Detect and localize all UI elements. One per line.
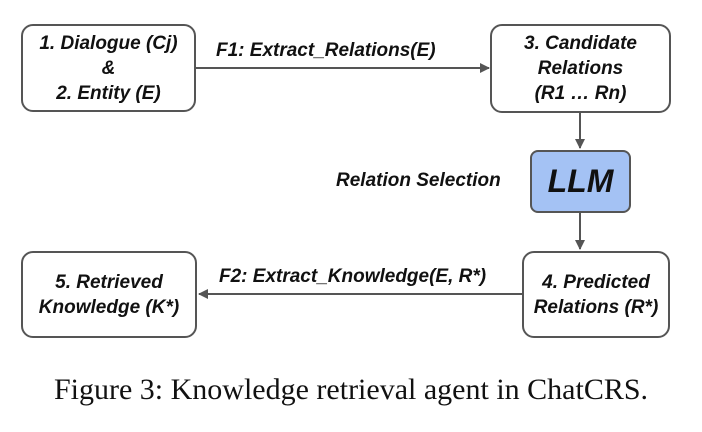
predicted-relations-box: 4. Predicted Relations (R*) bbox=[522, 251, 670, 338]
retrieved-knowledge-box: 5. Retrieved Knowledge (K*) bbox=[21, 251, 197, 338]
llm-box: LLM bbox=[530, 150, 631, 213]
box1-line-3: 2. Entity (E) bbox=[56, 82, 161, 104]
box3-line-3: (R1 … Rn) bbox=[534, 83, 627, 104]
dialogue-entity-box: 1. Dialogue (Cj) & 2. Entity (E) bbox=[21, 24, 196, 112]
relation-selection-label: Relation Selection bbox=[336, 170, 501, 191]
box1-line-2: & bbox=[101, 57, 116, 79]
box5-line-1: 5. Retrieved bbox=[55, 271, 163, 293]
box4-line-2: Relations (R*) bbox=[533, 296, 659, 318]
box1-line-1: 1. Dialogue (Cj) bbox=[39, 32, 178, 54]
f2-label: F2: Extract_Knowledge(E, R*) bbox=[219, 266, 487, 287]
box3-line-1: 3. Candidate bbox=[524, 33, 637, 54]
box5-line-2: Knowledge (K*) bbox=[38, 296, 180, 318]
figure-caption: Figure 3: Knowledge retrieval agent in C… bbox=[53, 373, 649, 406]
box4-line-1: 4. Predicted bbox=[542, 271, 650, 293]
llm-label: LLM bbox=[547, 163, 614, 199]
f1-label: F1: Extract_Relations(E) bbox=[216, 40, 436, 61]
box3-line-2: Relations bbox=[537, 58, 624, 79]
candidate-relations-box: 3. Candidate Relations (R1 … Rn) bbox=[490, 24, 671, 113]
